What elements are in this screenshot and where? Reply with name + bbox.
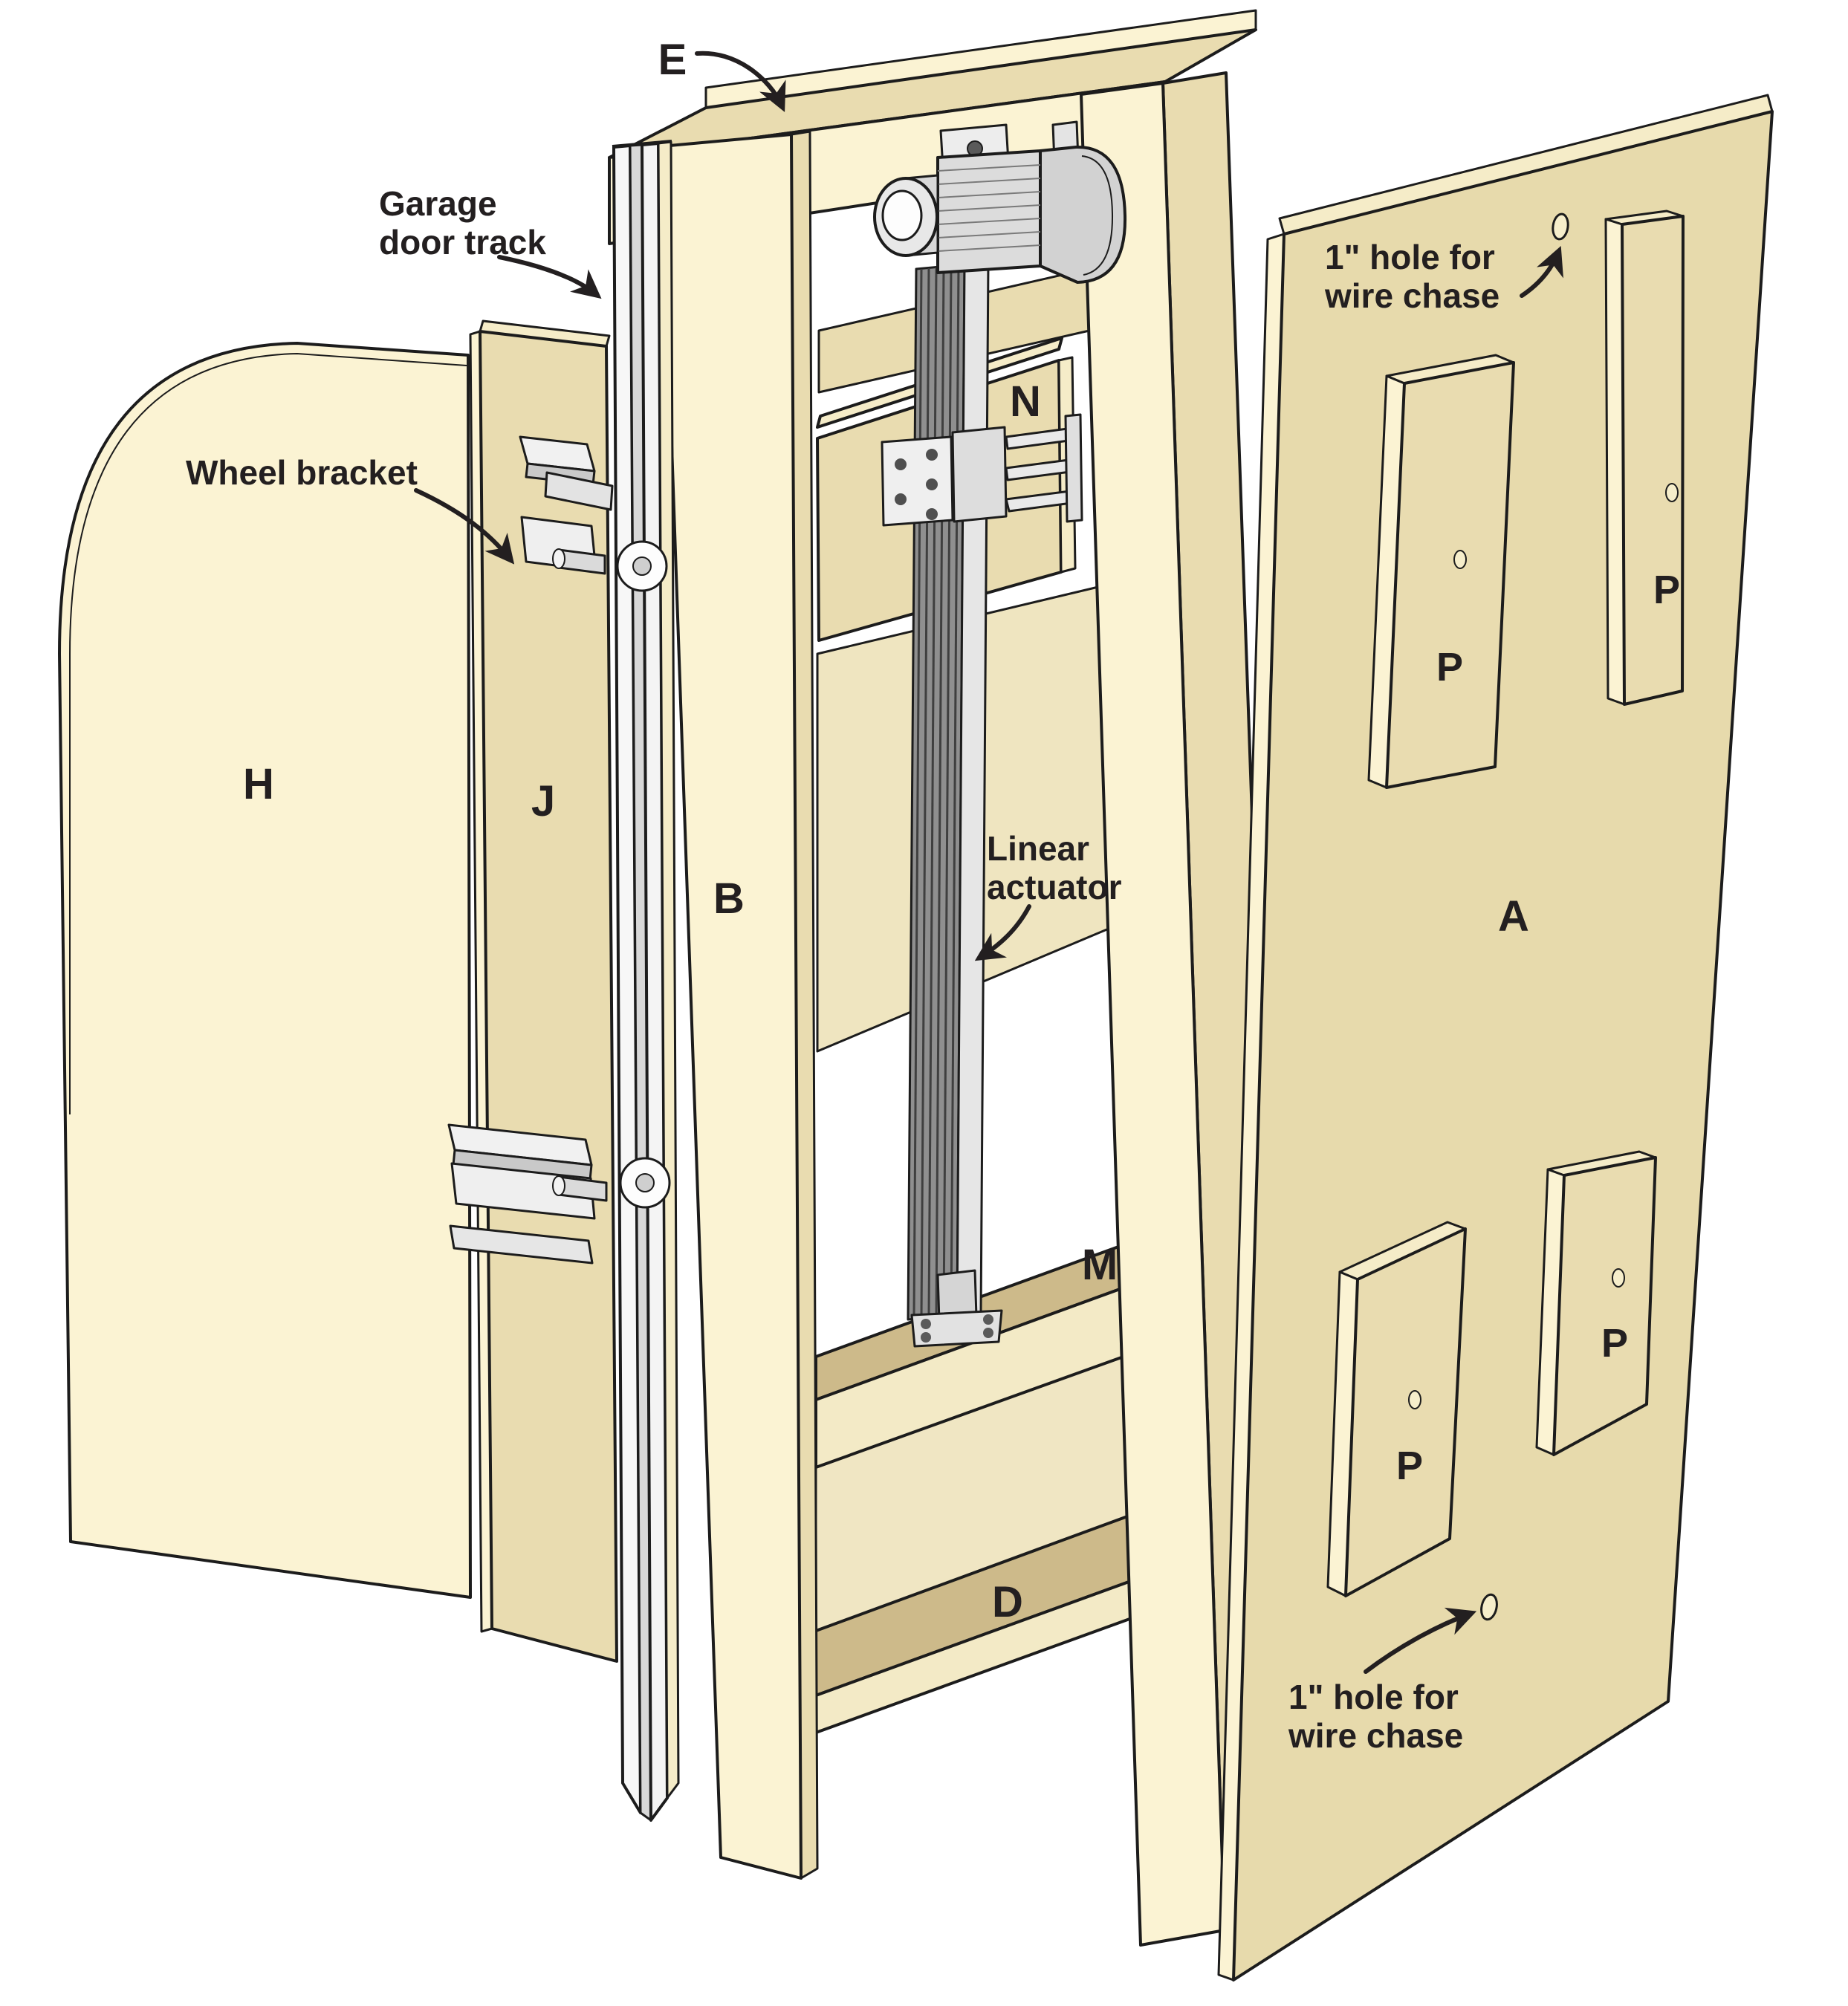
label-linear-actuator-1: Linear [987,829,1089,868]
label-wheel-bracket: Wheel bracket [186,453,418,492]
arrow-wheel-bracket [414,488,515,565]
actuator-foot [910,1269,1003,1348]
door-panel-h [58,342,472,1599]
actuator-motor [873,145,1127,284]
arrow-wire-chase-bottom [1364,1607,1477,1674]
motor-gearbox [1039,145,1127,284]
label-part-a: A [1498,892,1529,941]
wheel-bracket-lower [447,1123,608,1265]
part-letter-labels: E H J B N M D A P P P P [243,36,1680,1626]
label-part-p1: P [1436,645,1463,689]
label-part-j: J [531,777,555,825]
label-part-d: D [992,1578,1023,1626]
label-part-m: M [1082,1241,1118,1289]
label-part-e: E [658,36,687,84]
left-stile-front [660,133,803,1880]
label-garage-door-track-1: Garage [379,184,497,223]
label-wire-chase-bottom-1: 1" hole for [1288,1678,1459,1716]
wall-panel-a [1217,94,1774,1981]
label-wire-chase-bottom-2: wire chase [1288,1716,1463,1755]
spacer-block-p-lower-right [1535,1150,1657,1456]
arrow-e [695,51,786,112]
annotation-labels: Garage door track Wheel bracket Linear a… [186,184,1500,1755]
arrow-garage-door-track [497,255,602,299]
spacer-block-p-upper-left [1367,354,1515,789]
arrow-wire-chase-top [1520,245,1563,298]
label-part-n: N [1010,377,1041,426]
actuator-clamp [881,413,1083,527]
track-wheel-upper [616,540,668,592]
track-wheel-lower [619,1157,671,1209]
label-part-h: H [243,760,274,808]
label-part-p4: P [1601,1321,1628,1366]
motor-body [936,149,1042,274]
callout-arrows [414,51,1563,1674]
label-linear-actuator-2: actuator [987,868,1122,906]
wire-hole-bottom [1480,1593,1498,1621]
arrow-linear-actuator [974,904,1031,961]
spacer-block-p-upper-right [1604,210,1685,706]
wire-hole-top [1552,212,1569,241]
label-part-p2: P [1653,568,1680,612]
label-part-b: B [713,874,745,923]
wheel-bracket-upper [519,435,614,575]
label-wire-chase-top-2: wire chase [1324,276,1500,315]
garage-door-track [612,140,680,1822]
actuator-shaft [907,261,990,1321]
linear-actuator [873,120,1127,1348]
door-batten-j [469,319,618,1663]
label-part-p3: P [1396,1444,1423,1488]
label-garage-door-track-2: door track [379,223,546,262]
door-assembly [58,319,618,1663]
spacer-block-p-lower-left [1326,1221,1467,1597]
motor-hub [881,189,923,241]
label-wire-chase-top-1: 1" hole for [1325,238,1495,276]
